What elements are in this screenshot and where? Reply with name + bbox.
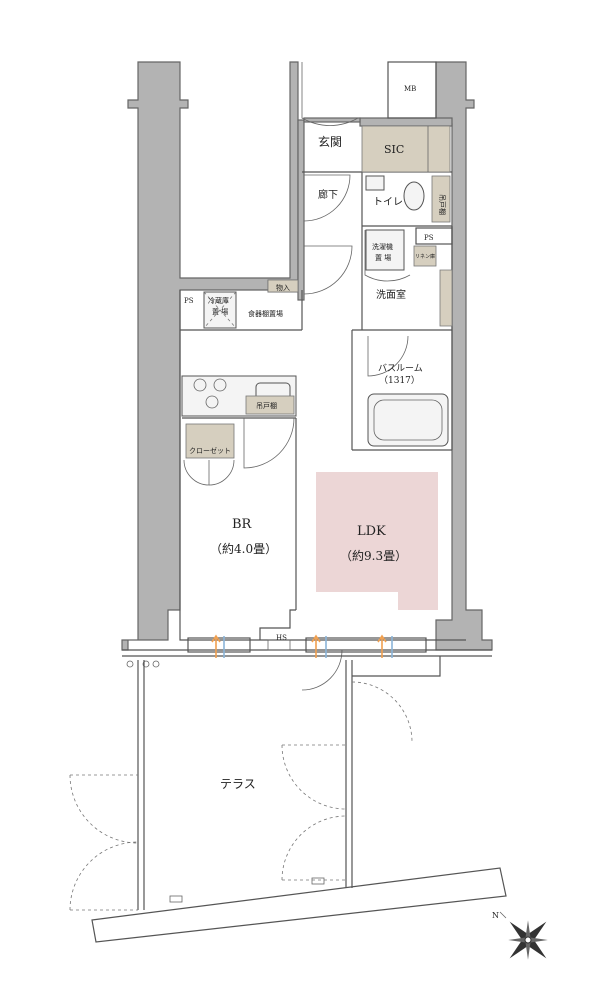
door-closet-left xyxy=(183,459,210,486)
compass-icon xyxy=(508,920,548,960)
terrace-edge xyxy=(91,867,507,943)
label-fridge-top: 冷蔵庫 xyxy=(208,296,229,305)
wall-top-right xyxy=(359,117,453,127)
label-storage: 物入 xyxy=(276,283,290,292)
door-closet-right xyxy=(208,459,235,486)
door-br xyxy=(243,417,295,469)
label-fridge-bottom: 置 場 xyxy=(212,307,228,316)
label-ps-left: PS xyxy=(184,297,194,305)
toilet-tank xyxy=(365,175,385,191)
wall-right-column xyxy=(435,61,493,651)
window-band xyxy=(122,634,492,668)
door-balcony xyxy=(301,649,343,691)
kitchen-cabinet xyxy=(245,395,295,415)
label-hs: HS xyxy=(276,634,287,642)
door-entrance xyxy=(301,62,359,126)
mb-box xyxy=(387,61,437,119)
door-bath xyxy=(367,335,409,377)
room-labels: MB 玄関 SIC 廊下 トイレ 吊戸棚 PS 洗濯機 置 場 リネン庫 洗面室… xyxy=(184,85,447,791)
bathtub xyxy=(367,393,449,447)
stove-icon xyxy=(193,378,227,409)
label-entrance: 玄関 xyxy=(318,134,342,149)
label-mb: MB xyxy=(404,85,416,93)
door-washroom xyxy=(364,230,411,282)
label-hallway: 廊下 xyxy=(318,188,338,201)
label-washroom: 洗面室 xyxy=(376,288,406,301)
door-toilet xyxy=(303,174,351,222)
label-washer-top: 洗濯機 xyxy=(372,242,393,251)
label-linen: リネン庫 xyxy=(415,253,435,260)
label-toilet-cabinet: 吊戸棚 xyxy=(438,194,447,215)
wall-left-column xyxy=(121,61,299,651)
linen-storage xyxy=(413,245,437,267)
wall-hall-top xyxy=(303,117,361,123)
wall-hall-left xyxy=(297,119,305,301)
label-sic: SIC xyxy=(384,143,404,156)
compass-north: N xyxy=(492,911,499,920)
label-kitchen-cabinet: 吊戸棚 xyxy=(256,401,277,410)
label-closet: クローゼット xyxy=(189,446,231,455)
label-bathroom: バスルーム xyxy=(378,363,423,374)
label-cupboard: 食器棚置場 xyxy=(248,309,283,318)
label-terrace: テラス xyxy=(220,777,256,791)
toilet-cabinet xyxy=(431,175,451,223)
label-ps-right: PS xyxy=(424,234,434,242)
vanity xyxy=(439,269,453,327)
label-bathroom-size: （1317） xyxy=(379,375,420,386)
terrace xyxy=(69,656,507,943)
label-br-size: （約4.0畳） xyxy=(210,541,277,556)
label-ldk: LDK xyxy=(357,524,386,539)
sic-storage xyxy=(361,125,451,173)
door-hall xyxy=(303,245,353,295)
closet xyxy=(185,423,235,459)
ldk-highlight xyxy=(316,472,438,610)
airflow-icon xyxy=(211,634,393,658)
fixtures xyxy=(185,125,453,610)
toilet-bowl xyxy=(403,181,425,211)
washer-space xyxy=(365,229,405,271)
label-ldk-size: （約9.3畳） xyxy=(340,548,407,563)
label-br: BR xyxy=(232,517,253,532)
label-toilet: トイレ xyxy=(373,197,403,208)
label-washer-bottom: 置 場 xyxy=(375,253,391,262)
